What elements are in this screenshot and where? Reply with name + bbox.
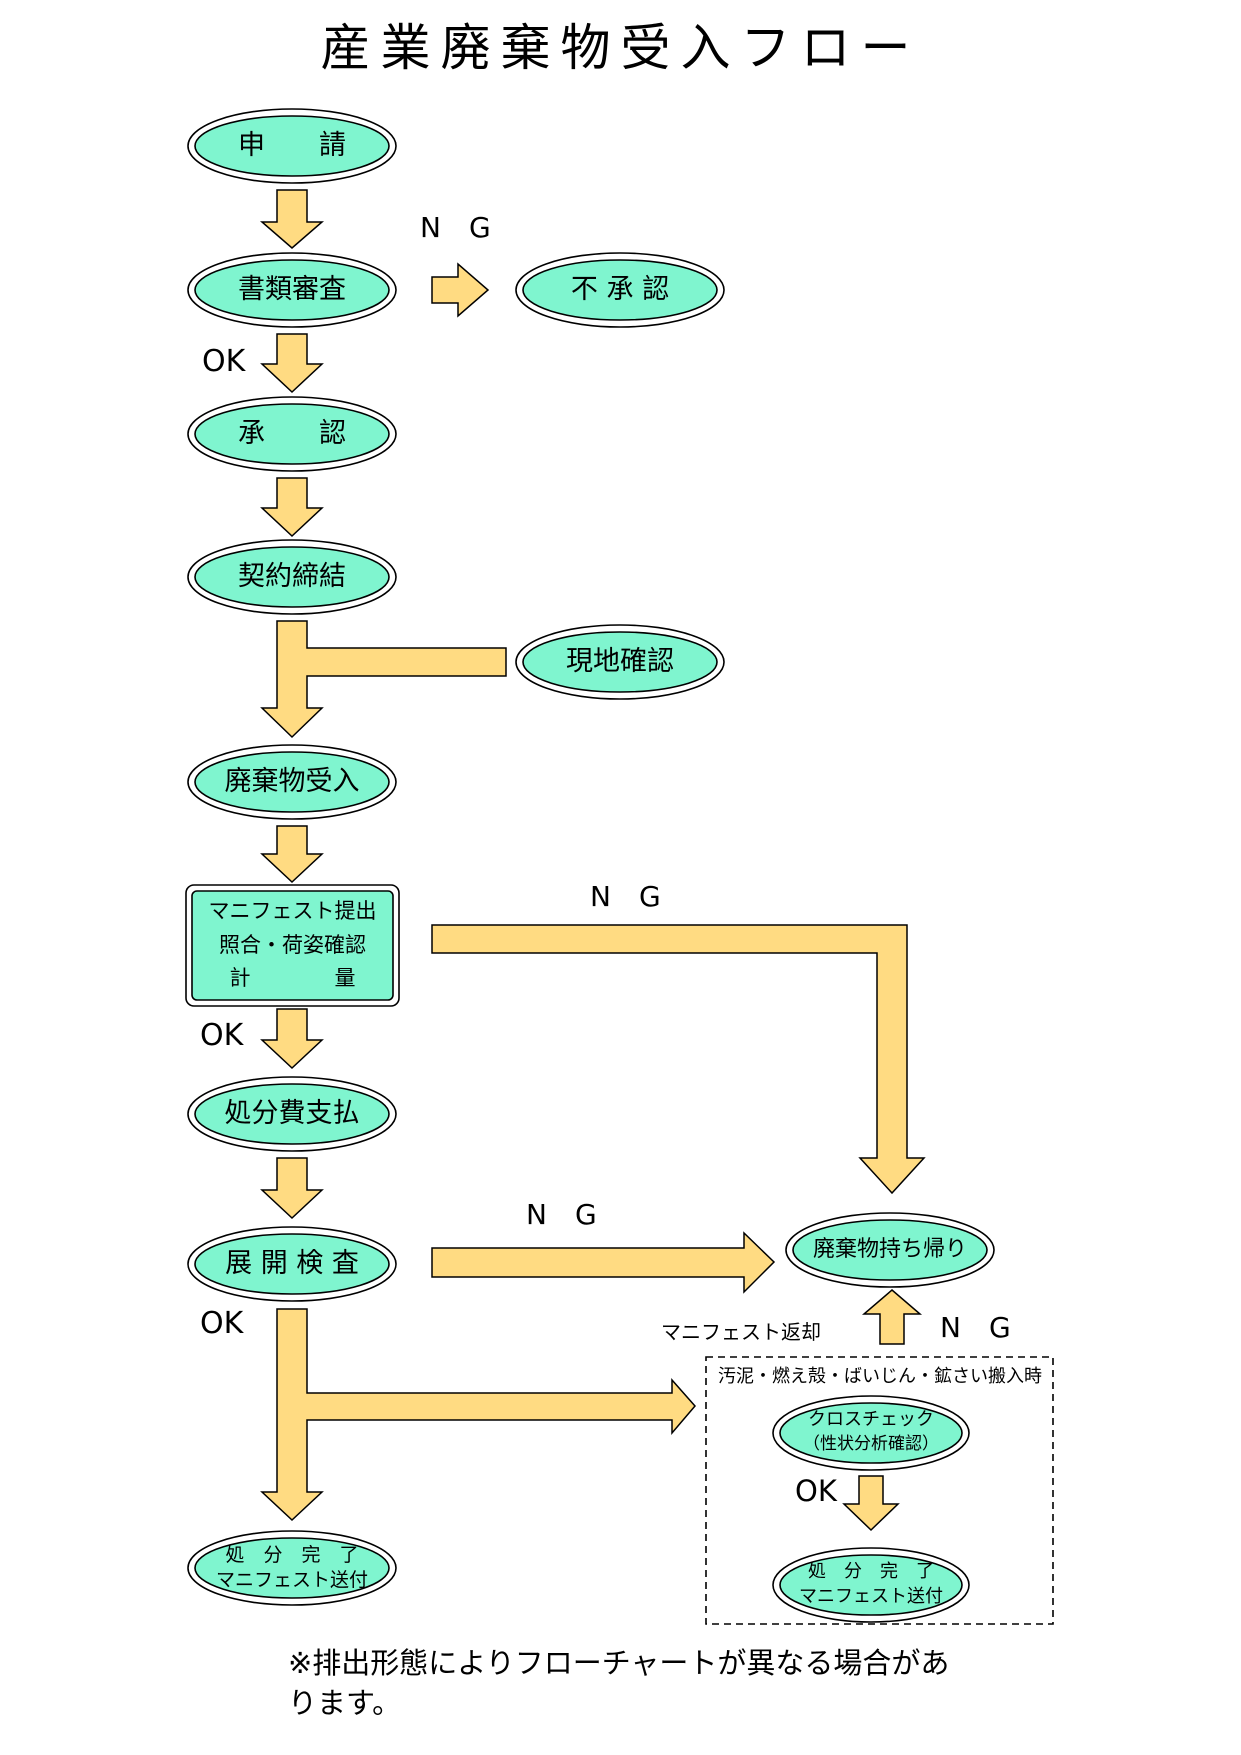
arrow-down-split xyxy=(260,1308,696,1522)
completion-line-2: マニフェスト送付 xyxy=(215,1569,368,1591)
node-waste-acceptance xyxy=(187,744,397,820)
node-application xyxy=(187,108,397,184)
node-completion xyxy=(187,1530,397,1606)
manifest-line-2: 照合・荷姿確認 xyxy=(219,933,366,957)
arrow-down-3 xyxy=(260,477,324,538)
node-payment xyxy=(187,1076,397,1152)
node-approval xyxy=(187,396,397,472)
completion-2-line-2: マニフェスト送付 xyxy=(799,1586,943,1607)
ok-label-inspection: OK xyxy=(200,1306,244,1341)
sludge-box-title: 汚泥・燃え殻・ばいじん・鉱さい搬入時 xyxy=(718,1366,1042,1387)
page-title: 産業廃棄物受入フロー xyxy=(320,19,921,77)
arrow-down-ok-crosscheck xyxy=(842,1475,900,1532)
waste-acceptance-label: 廃棄物受入 xyxy=(224,766,360,797)
ng-label-inspection: N G xyxy=(526,1198,597,1231)
arrow-right-ng-inspection xyxy=(431,1231,776,1294)
node-completion-2 xyxy=(772,1547,970,1623)
arrow-down-2 xyxy=(260,333,324,394)
arrow-right-ng-review xyxy=(431,262,490,318)
node-site-check xyxy=(515,624,725,700)
manifest-line-3: 計 量 xyxy=(229,966,356,990)
contract-label: 契約締結 xyxy=(238,561,346,592)
node-disapproval xyxy=(515,252,725,328)
manifest-line-1: マニフェスト提出 xyxy=(208,899,377,923)
sludge-dashed-box xyxy=(705,1356,1054,1625)
ng-label-crosscheck: N G xyxy=(940,1311,1011,1344)
node-inspection xyxy=(187,1226,397,1302)
site-check-label: 現地確認 xyxy=(566,646,674,677)
arrow-down-5 xyxy=(260,825,324,884)
arrow-down-6 xyxy=(260,1008,324,1070)
cross-check-line-2: （性状分析確認） xyxy=(803,1434,939,1454)
arrow-down-7 xyxy=(260,1157,324,1220)
node-contract xyxy=(187,539,397,615)
arrow-up-ng-crosscheck xyxy=(861,1289,923,1345)
node-cross-check xyxy=(772,1395,970,1471)
ng-label-review: N G xyxy=(420,211,491,244)
completion-line-1: 処 分 完 了 xyxy=(225,1544,359,1566)
approval-label: 承 認 xyxy=(238,418,346,449)
cross-check-line-1: クロスチェック xyxy=(808,1409,934,1430)
waste-return-label: 廃棄物持ち帰り xyxy=(812,1237,967,1262)
node-document-review xyxy=(187,252,397,328)
ok-label-manifest: OK xyxy=(200,1018,244,1053)
completion-2-line-1: 処 分 完 了 xyxy=(808,1561,934,1582)
manifest-return-label: マニフェスト返却 xyxy=(661,1320,821,1344)
node-waste-return xyxy=(785,1212,995,1288)
ok-label-crosscheck: OK xyxy=(795,1474,837,1508)
node-manifest-box xyxy=(185,884,400,1007)
arrow-down-1 xyxy=(259,189,325,249)
arrow-down-site xyxy=(260,620,507,739)
document-review-label: 書類審査 xyxy=(238,274,346,305)
application-label: 申 請 xyxy=(238,130,346,161)
footnote-line-1: ※排出形態によりフローチャートが異なる場合があ xyxy=(288,1646,950,1680)
payment-label: 処分費支払 xyxy=(224,1098,360,1129)
ok-label-review: OK xyxy=(202,344,246,379)
arrow-ng-manifest xyxy=(431,924,926,1195)
ng-label-manifest: N G xyxy=(590,880,661,913)
inspection-label: 展 開 検 査 xyxy=(225,1248,359,1279)
disapproval-label: 不 承 認 xyxy=(570,274,670,305)
footnote-line-2: ります。 xyxy=(288,1686,402,1720)
